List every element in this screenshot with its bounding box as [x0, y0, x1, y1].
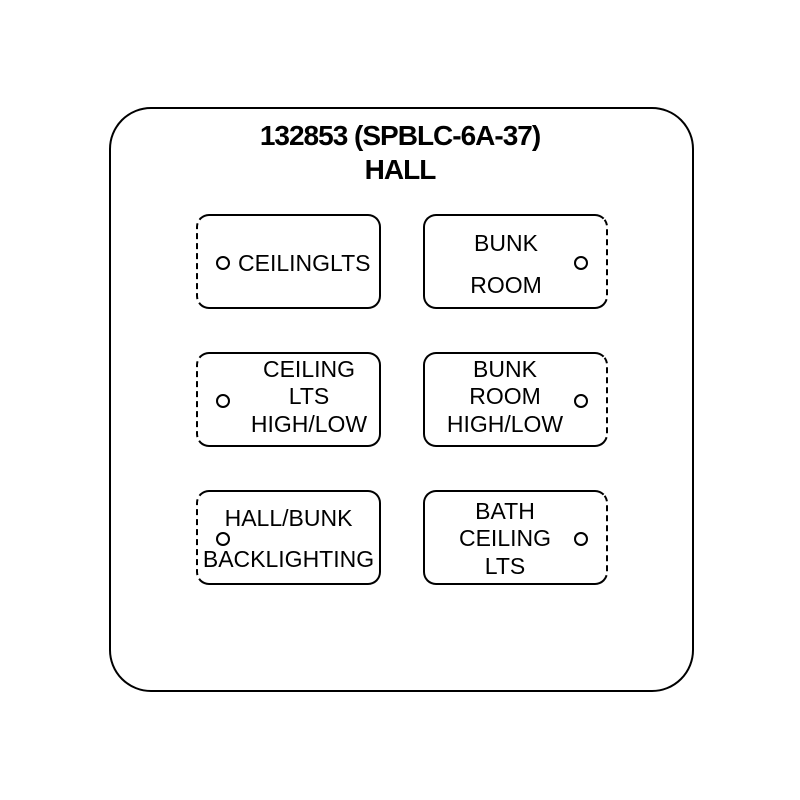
button-label-line-3: LTS — [484, 553, 526, 579]
button-label-line-2: ROOM — [470, 272, 542, 298]
ceiling-lights-button[interactable]: CEILINGLTS — [196, 214, 381, 309]
bath-ceiling-lights-button[interactable]: BATH CEILING LTS — [423, 490, 608, 585]
switch-panel-plate — [109, 107, 694, 692]
button-label-line-2: ROOM — [469, 383, 541, 409]
panel-part-number: 132853 (SPBLC-6A-37) — [259, 120, 541, 151]
button-label-line-1: BUNK — [474, 230, 538, 256]
button-label-line-1: CEILING — [262, 356, 356, 382]
button-label-line-1: BUNK — [473, 356, 537, 382]
indicator-lamp-icon — [216, 394, 230, 408]
bunk-room-button[interactable]: BUNK ROOM — [423, 214, 608, 309]
bunk-room-high-low-button[interactable]: BUNK ROOM HIGH/LOW — [423, 352, 608, 447]
button-label-line-2: LTS — [288, 383, 330, 409]
ceiling-lights-high-low-button[interactable]: CEILING LTS HIGH/LOW — [196, 352, 381, 447]
button-label-line-1: BATH — [475, 498, 535, 524]
indicator-lamp-icon — [574, 532, 588, 546]
indicator-lamp-icon — [216, 532, 230, 546]
hall-bunk-backlighting-button[interactable]: HALL/BUNK BACKLIGHTING — [196, 490, 381, 585]
button-label-line-3: HIGH/LOW — [446, 411, 564, 437]
button-label: CEILINGLTS — [238, 250, 371, 276]
button-label-line-1: HALL/BUNK — [224, 505, 353, 531]
indicator-lamp-icon — [216, 256, 230, 270]
panel-location-title: HALL — [364, 154, 437, 185]
button-label-line-3: HIGH/LOW — [250, 411, 368, 437]
button-label-line-2: CEILING — [458, 525, 552, 551]
indicator-lamp-icon — [574, 256, 588, 270]
indicator-lamp-icon — [574, 394, 588, 408]
button-label-line-2: BACKLIGHTING — [202, 546, 375, 572]
